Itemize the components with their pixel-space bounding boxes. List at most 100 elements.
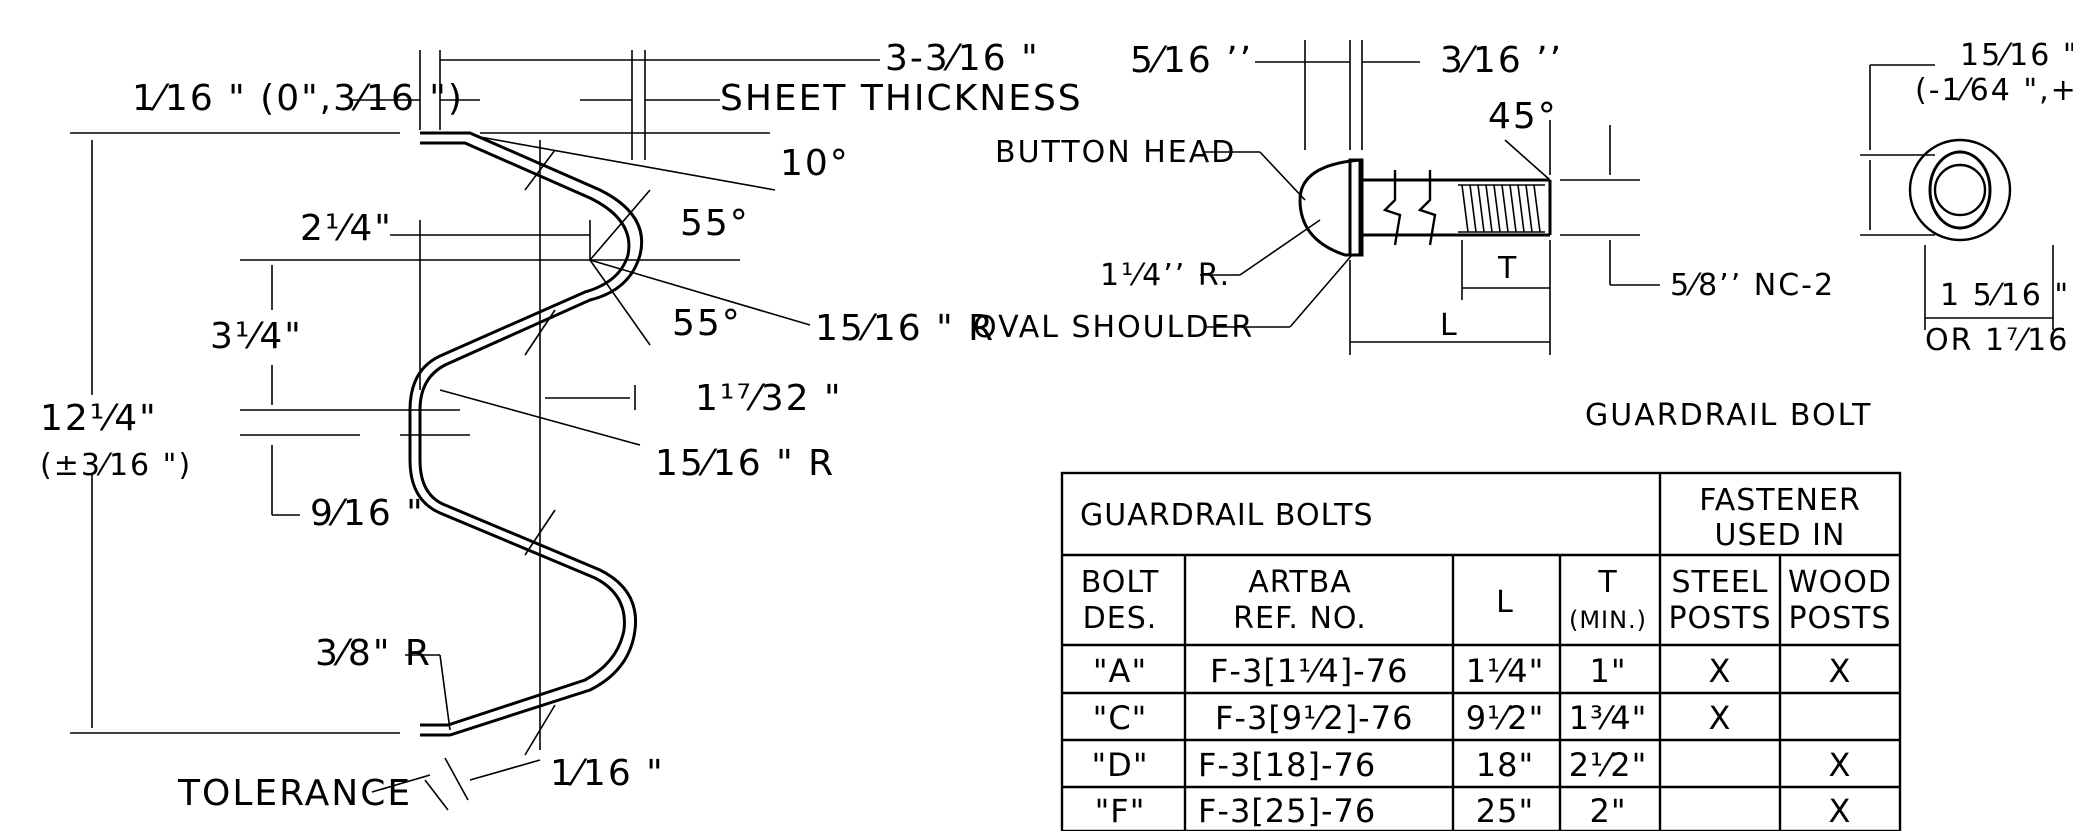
col-header-steel-2: POSTS [1668,601,1771,636]
bolt-threads [1458,184,1545,233]
label-slot-tol: (-1⁄64 ",+1⁄16 ") [1915,73,2073,108]
table-cell: 1³⁄4" [1569,699,1648,737]
label-radius-lower: 15⁄16 " R [655,443,835,484]
col-header-bolt-des: BOLT [1081,565,1160,600]
label-button-head: BUTTON HEAD [995,135,1236,170]
label-slot-width-a: 1 5⁄16 " [1940,278,2070,313]
rail-profile [70,50,880,811]
label-bolt-T: T [1497,251,1518,286]
table-cell: "C" [1093,699,1148,737]
label-oval-shoulder: OVAL SHOULDER [973,310,1254,345]
tolerance-tick [444,757,469,801]
label-dim-9-16: 9⁄16 " [310,493,425,534]
break-tick [524,149,556,191]
col-header-bolt-des-2: DES. [1083,601,1158,636]
bolt-drawing [1200,40,1660,355]
bolt-break [1417,170,1437,246]
guardrail-bolts-table: GUARDRAIL BOLTS FASTENER USED IN BOLT DE… [1060,471,1902,831]
label-angle-55-upper: 55° [680,203,750,244]
label-radius-3-8: 3⁄8" R [315,633,432,674]
table-cell: 2" [1589,792,1626,830]
leader [439,654,451,731]
angle-line [589,189,651,261]
angle-line [479,136,776,191]
label-slot-width-b: OR 1⁷⁄16 " [1925,323,2073,358]
label-tolerance: TOLERANCE [177,773,412,814]
angle-line [589,259,651,346]
slot-outer-circle [1908,138,2012,242]
label-dim-2-quarter: 2¹⁄4" [300,208,393,249]
table-cell: F-3[25]-76 [1198,792,1376,830]
label-width-dim: 3-3⁄16 " [885,38,1040,79]
bolt-shoulder [1348,158,1364,257]
leader [1239,219,1321,276]
label-bolt-5-16: 5⁄16 ’’ [1130,40,1253,81]
table-cell: 18" [1476,746,1534,784]
table-cell: 9¹⁄2" [1466,699,1545,737]
table-cell: 25" [1476,792,1534,830]
table-cell: X [1709,652,1732,690]
angle-line [1504,139,1551,181]
col-header-wood: WOOD [1788,565,1892,600]
break-tick [524,509,556,556]
rail-outer-edge [418,131,644,737]
label-bolt-L: L [1440,308,1459,343]
label-dim-3-quarter: 3¹⁄4" [210,316,303,357]
label-sheet-thickness: SHEET THICKNESS [720,78,1083,119]
bolt-button-head [1298,158,1362,257]
leader [1289,254,1353,328]
table-cell: 2¹⁄2" [1569,746,1648,784]
col-header-artba: ARTBA [1248,565,1352,600]
table-cell: 1¹⁄4" [1466,652,1545,690]
table-cell: X [1829,746,1852,784]
slot-inner-circle [1933,163,1987,217]
col-header-steel: STEEL [1672,565,1769,600]
table-cell: F-3[1¹⁄4]-76 [1210,652,1408,690]
leader [469,759,541,781]
label-radius-1-quarter: 1¹⁄4’’ R. [1100,258,1231,293]
tolerance-tick [424,779,449,811]
leader [439,389,641,446]
label-top-offset: 1⁄16 " (0",3⁄16 ") [132,78,464,119]
table-group-header-2: USED IN [1715,518,1846,553]
label-angle-55-lower: 55° [672,303,742,344]
label-bolt-3-16: 3⁄16 ’’ [1440,40,1563,81]
label-height-tol: (±3⁄16 ") [40,448,192,483]
table-border [1060,471,1902,831]
label-radius-upper: 15⁄16 " R [815,308,995,349]
col-header-L: L [1496,585,1514,620]
leader [371,774,431,793]
table-cell: "F" [1095,792,1146,830]
col-header-T: T [1597,565,1617,600]
table-title: GUARDRAIL BOLTS [1080,498,1374,533]
table-cell: X [1829,652,1852,690]
slot-drawing [1860,64,2054,330]
label-height: 12¹⁄4" [40,398,158,439]
label-bolt-title: GUARDRAIL BOLT [1585,398,1873,433]
table-group-header-1: FASTENER [1699,483,1861,518]
slot-oval [1928,150,1992,230]
col-header-wood-2: POSTS [1788,601,1891,636]
rail-inner-edge [408,141,631,727]
table-cell: X [1829,792,1852,830]
break-tick [524,704,556,756]
label-thread: 5⁄8’’ NC-2 [1670,268,1835,303]
table-cell: "A" [1093,652,1147,690]
col-header-artba-2: REF. NO. [1233,601,1367,636]
col-header-T-2: (MIN.) [1569,606,1647,634]
label-angle-10: 10° [780,143,850,184]
table-cell: F-3[9¹⁄2]-76 [1215,699,1413,737]
break-tick [524,309,556,356]
table-cell: 1" [1589,652,1626,690]
leader [1259,151,1306,201]
table-cell: X [1709,699,1732,737]
leader [589,259,811,326]
table-cell: "D" [1091,746,1148,784]
label-bolt-45: 45° [1488,96,1558,137]
label-tolerance-value: 1⁄16 " [550,753,665,794]
label-slot-top: 15⁄16 " [1960,38,2073,73]
table-cell: F-3[18]-76 [1198,746,1376,784]
bolt-break [1382,170,1402,246]
label-dim-1-17-32: 1¹⁷⁄32 " [695,378,843,419]
